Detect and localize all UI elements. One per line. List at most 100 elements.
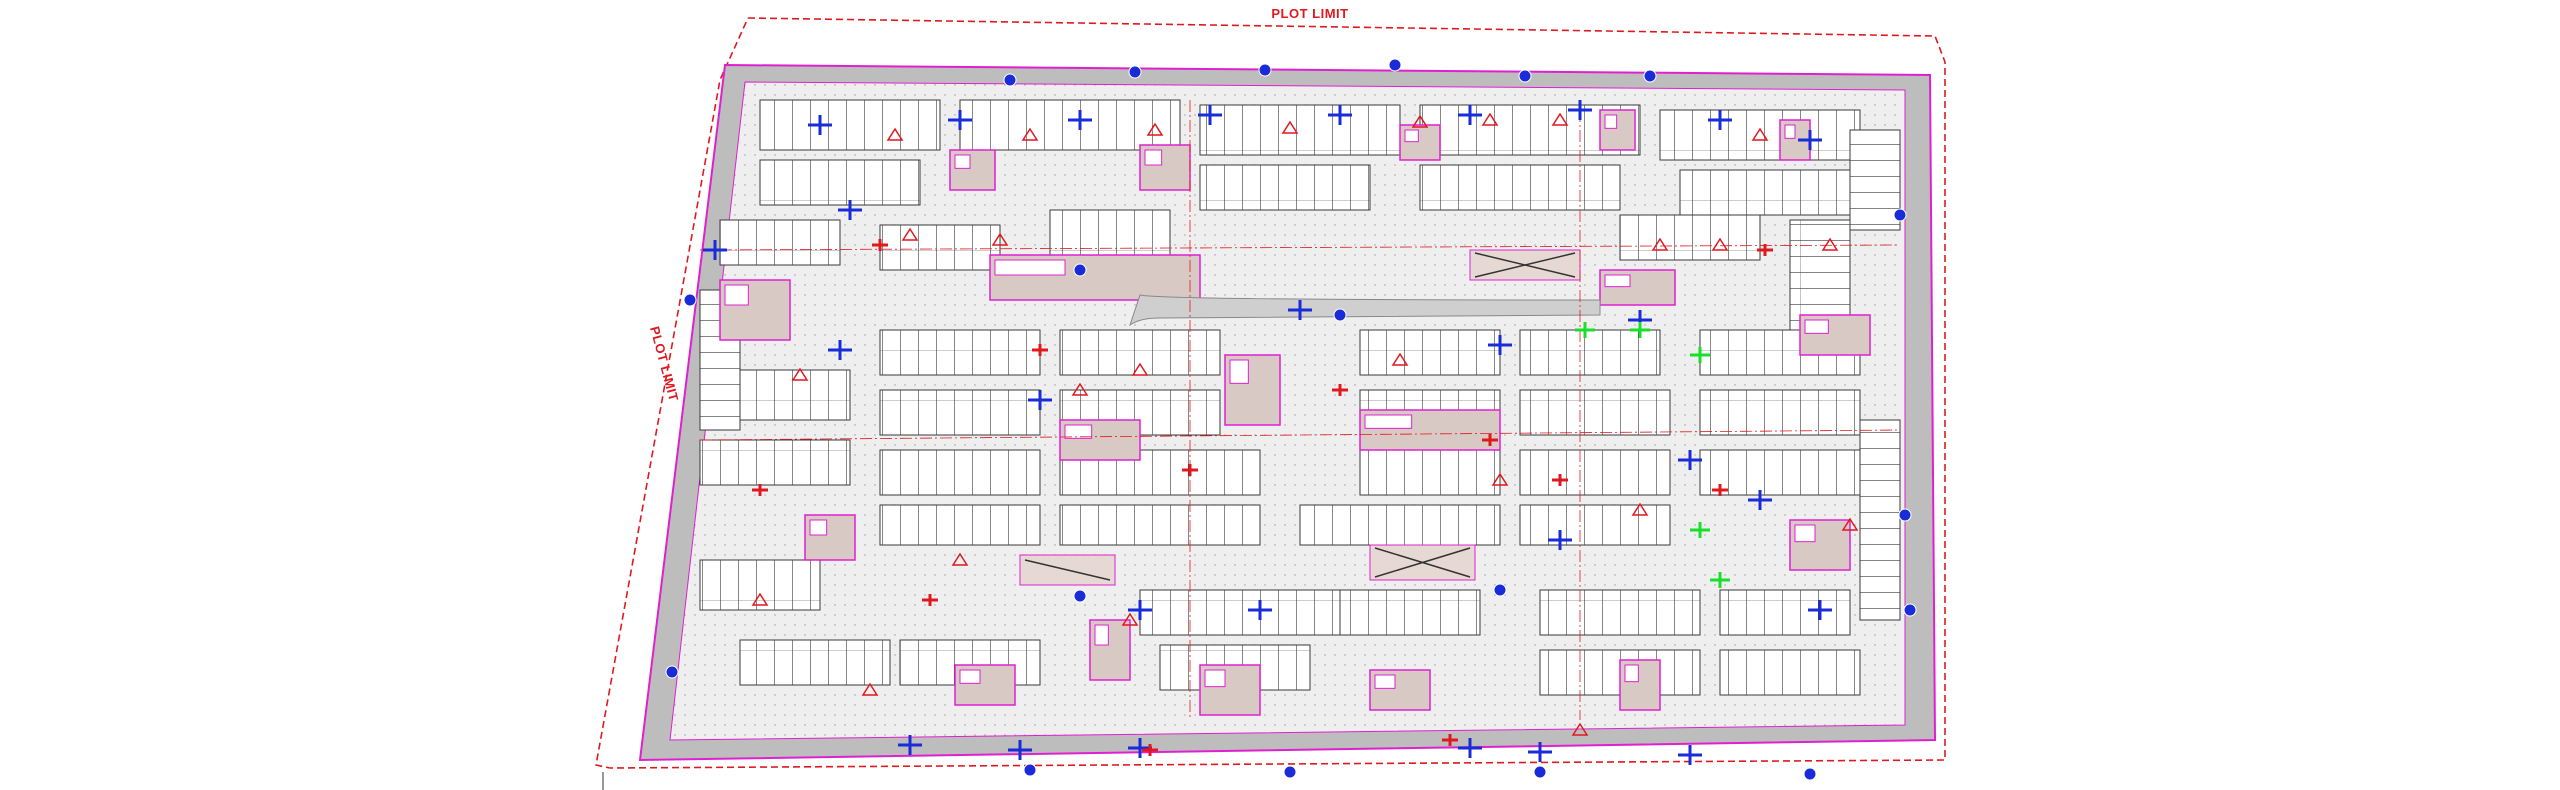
fire-exit-triangle-icon <box>1631 502 1649 516</box>
core-room <box>724 284 749 306</box>
stall-bay <box>879 504 1041 546</box>
plot-limit-label-top: PLOT LIMIT <box>1271 6 1348 21</box>
stall-bay <box>1299 504 1501 546</box>
stall-bay <box>1679 169 1861 216</box>
stall-bay <box>1419 164 1621 211</box>
fire-exit-triangle-icon <box>1491 472 1509 486</box>
stall-bay <box>1199 164 1371 211</box>
circle-tag <box>683 293 697 307</box>
stall-bay <box>759 99 941 151</box>
stall-bay <box>1519 504 1671 546</box>
stall-bay <box>1859 419 1901 621</box>
core-room <box>1094 624 1109 646</box>
stall-bay <box>879 449 1041 496</box>
stall-bay <box>759 159 921 206</box>
stall-bay <box>1519 329 1661 376</box>
service-core <box>1599 269 1676 306</box>
core-room <box>994 259 1066 276</box>
circle-tag <box>1643 69 1657 83</box>
core-room <box>1604 274 1631 288</box>
ramp-bottom-center <box>1369 544 1476 581</box>
core-room <box>1784 124 1796 139</box>
structural-grid-lines <box>699 100 1901 720</box>
core-room <box>1374 674 1396 689</box>
circle-tag <box>1518 69 1532 83</box>
service-core <box>1199 664 1261 716</box>
circle-tag <box>1898 508 1912 522</box>
fire-exit-triangle-icon <box>1071 382 1089 396</box>
core-room <box>1064 424 1093 439</box>
fire-exit-triangle-icon <box>861 682 879 696</box>
plot-limit-boundary <box>595 17 1946 769</box>
fire-exit-triangles <box>751 112 1859 736</box>
stall-bay <box>1719 589 1851 636</box>
stall-bay <box>879 224 1001 271</box>
vehicle-ramps <box>1019 249 1581 586</box>
core-room <box>809 519 828 536</box>
stall-bay <box>1359 329 1501 376</box>
fire-exit-triangle-icon <box>991 232 1009 246</box>
circle-tag <box>1128 65 1142 79</box>
circle-tag <box>1333 308 1347 322</box>
central-drive-aisle <box>1129 294 1601 327</box>
circle-tag <box>1283 765 1297 779</box>
core-room <box>954 154 971 169</box>
core-room <box>1804 319 1829 334</box>
core-room <box>959 669 981 684</box>
stall-bay <box>699 559 821 611</box>
fire-exit-triangle-icon <box>1146 122 1164 136</box>
stall-bay <box>1519 449 1671 496</box>
fire-exit-triangle-icon <box>791 367 809 381</box>
fire-exit-triangle-icon <box>1021 127 1039 141</box>
core-room <box>1404 129 1419 143</box>
ramp-top-center <box>1469 249 1581 281</box>
service-core <box>1059 419 1141 461</box>
core-room <box>1794 524 1816 543</box>
circle-tag <box>1258 63 1272 77</box>
stall-bay <box>1059 504 1261 546</box>
core-room <box>1229 359 1249 384</box>
core-room <box>1624 664 1639 683</box>
stall-bay <box>719 219 841 266</box>
fire-exit-triangle-icon <box>886 127 904 141</box>
core-room <box>1604 114 1618 129</box>
core-room <box>1144 149 1163 166</box>
circle-tag <box>1073 263 1087 277</box>
stall-bay <box>959 99 1181 151</box>
stall-bay <box>879 389 1041 436</box>
fire-exit-triangle-icon <box>1651 237 1669 251</box>
stall-bay <box>879 329 1041 376</box>
circle-tags <box>665 58 1917 781</box>
stall-bay <box>699 439 851 486</box>
core-room <box>1204 669 1226 688</box>
circle-tag <box>1803 767 1817 781</box>
stall-bay <box>739 639 891 686</box>
fire-exit-triangle-icon <box>1551 112 1569 126</box>
stall-bay <box>1339 589 1481 636</box>
fire-exit-triangle-icon <box>1711 237 1729 251</box>
column-markers <box>703 100 1832 765</box>
circle-tag <box>1903 603 1917 617</box>
stall-bay <box>1049 209 1171 256</box>
fire-exit-triangle-icon <box>1821 237 1839 251</box>
service-cores <box>719 109 1871 716</box>
fire-exit-triangle-icon <box>1121 612 1139 626</box>
fire-exit-triangle-icon <box>1481 112 1499 126</box>
ramp-left-lower <box>1019 554 1116 586</box>
stall-bay <box>1199 104 1401 156</box>
circle-tag <box>1073 589 1087 603</box>
fire-exit-triangle-icon <box>1411 114 1429 128</box>
stall-bay <box>1059 329 1221 376</box>
circle-tag <box>1893 208 1907 222</box>
fire-exit-triangle-icon <box>951 552 969 566</box>
stall-bay <box>1539 589 1701 636</box>
circle-tag <box>1023 763 1037 777</box>
fire-exit-triangle-icon <box>751 592 769 606</box>
stall-bay <box>1699 389 1861 436</box>
stall-bay <box>1719 649 1861 696</box>
fire-exit-triangle-icon <box>1571 722 1589 736</box>
core-room <box>1364 414 1413 429</box>
stall-bay <box>1139 589 1341 636</box>
circle-tag <box>1493 583 1507 597</box>
stall-bay <box>1619 214 1761 261</box>
